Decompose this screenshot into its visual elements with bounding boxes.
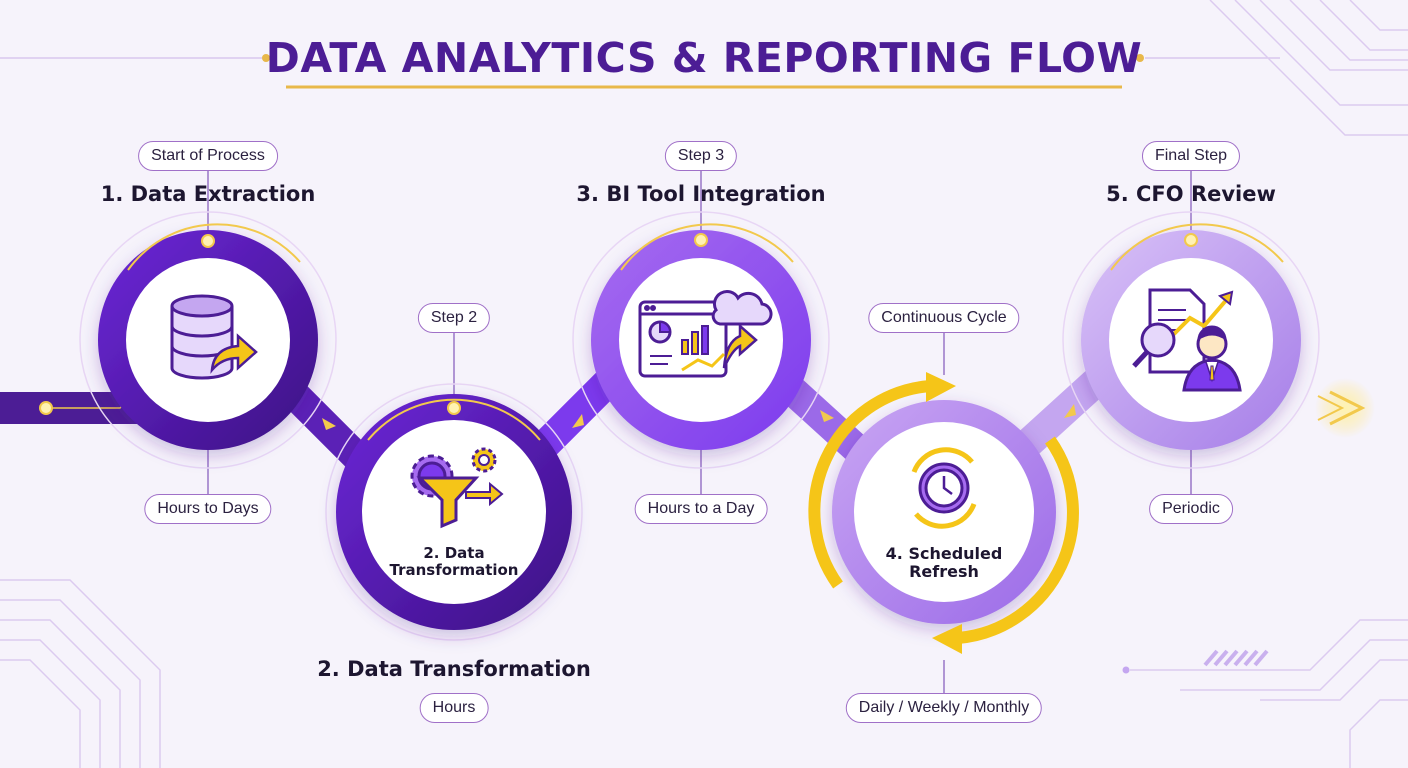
step-4-inner-label-line1: 4. Scheduled [885,544,1003,563]
circuit-decoration-top-left [0,54,1280,62]
step-2-heading: 2. Data Transformation [317,657,591,681]
step-2-inner-label-line2: Transformation [389,561,519,580]
pill-connectors [207,170,1192,694]
step-5-tag: Final Step [1141,141,1241,171]
clock-refresh-icon [911,447,977,529]
step-1-tag: Start of Process [138,141,278,171]
stripe-decoration [1203,649,1269,667]
step-2-inner-label-line1: 2. Data [423,544,485,562]
step-1-heading: 1. Data Extraction [100,182,316,206]
step-4-inner-label: 4. Scheduled Refresh [885,544,1003,582]
step-2-tag: Step 2 [417,303,491,333]
step-3-heading: 3. BI Tool Integration [576,182,826,206]
refresh-cycle-arrows [808,380,1079,644]
step-1-duration: Hours to Days [144,494,272,524]
dashboard-cloud-icon [638,289,773,378]
step-3-tag: Step 3 [664,141,738,171]
halo-rings [79,211,1320,641]
step-2-inner-label: 2. Data Transformation [389,544,519,580]
step-4-duration: Daily / Weekly / Monthly [845,693,1043,723]
step-2-duration: Hours [419,693,489,723]
executive-report-icon [1132,288,1242,392]
step-5-heading: 5. CFO Review [1106,182,1276,206]
circuit-decoration-top-right [1209,0,1408,136]
step-5-duration: Periodic [1149,494,1233,524]
database-export-icon [170,294,258,380]
step-3-duration: Hours to a Day [634,494,768,524]
step-4-inner-label-line2: Refresh [909,562,979,582]
page-title: DATA ANALYTICS & REPORTING FLOW [265,34,1143,82]
flow-arrows [322,404,1076,430]
circuit-decoration-bottom-left [0,579,161,768]
gear-funnel-icon [410,447,504,529]
step-4-tag: Continuous Cycle [868,303,1020,333]
circuit-decoration-bottom-right [1122,619,1408,768]
